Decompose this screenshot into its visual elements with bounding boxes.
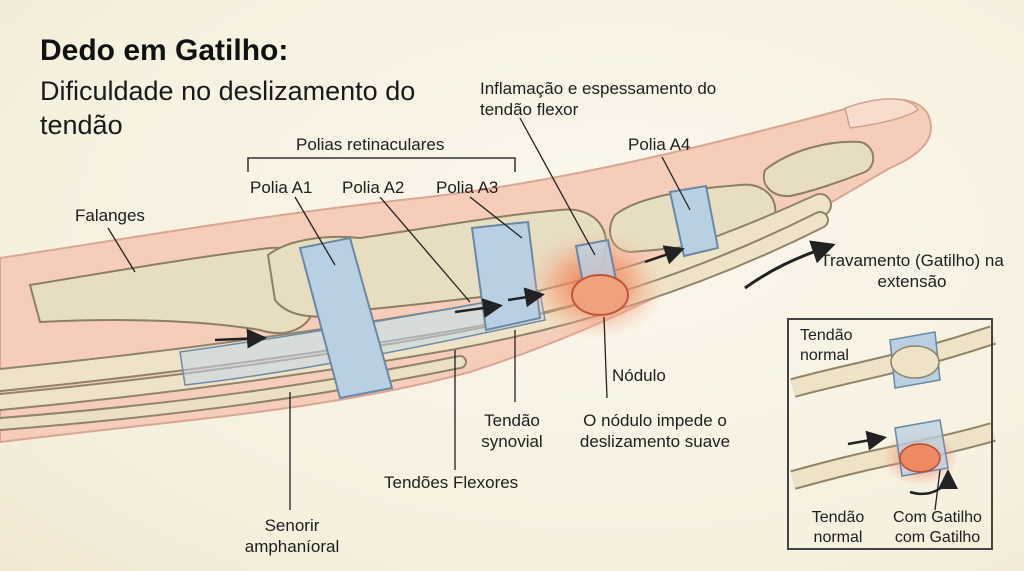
label-locking: Travamento (Gatilho) na extensão	[820, 251, 1004, 291]
leader-lines	[107, 117, 691, 510]
label-phalanges: Falanges	[75, 206, 145, 225]
label-pulley-a4: Polia A4	[628, 135, 691, 154]
label-flexor-tendons: Tendões Flexores	[384, 473, 519, 492]
label-pulley-a1: Polia A1	[250, 178, 313, 197]
fingernail	[844, 98, 919, 129]
pulley-a4	[668, 184, 720, 258]
inset-comparison-box	[787, 318, 993, 550]
label-synovial: Tendão synovial	[481, 411, 543, 451]
label-pulleys-group: Polias retinaculares	[296, 135, 445, 154]
distal-phalanx-bone	[762, 140, 875, 198]
inset-label-normal-bottom: Tendão normal	[811, 509, 865, 546]
inset-trigger	[790, 419, 996, 511]
label-pulley-a2: Polia A2	[342, 178, 405, 197]
label-pulley-a3: Polia A3	[436, 178, 499, 197]
diagram-title: Dedo em Gatilho:	[40, 34, 289, 67]
label-sheath: Senorir amphaníoral	[244, 516, 340, 556]
inset-label-normal-top: Tendão normal	[800, 327, 853, 364]
motion-arrows	[214, 240, 836, 349]
nodule	[571, 274, 629, 316]
inset-label-trigger: Com Gatilho com Gatilho	[893, 509, 982, 546]
label-nodule-note: O nódulo impede o deslizamento suave	[579, 411, 731, 451]
pulleys-bracket	[247, 157, 516, 172]
inset-normal	[790, 325, 997, 398]
diagram-subtitle: Dificuldade no deslizamento do tendão	[40, 76, 416, 140]
pulley-a1	[298, 236, 394, 400]
label-inflammation: Inflamação e espessamento do tendão flex…	[480, 79, 717, 119]
label-nodule: Nódulo	[612, 366, 666, 385]
